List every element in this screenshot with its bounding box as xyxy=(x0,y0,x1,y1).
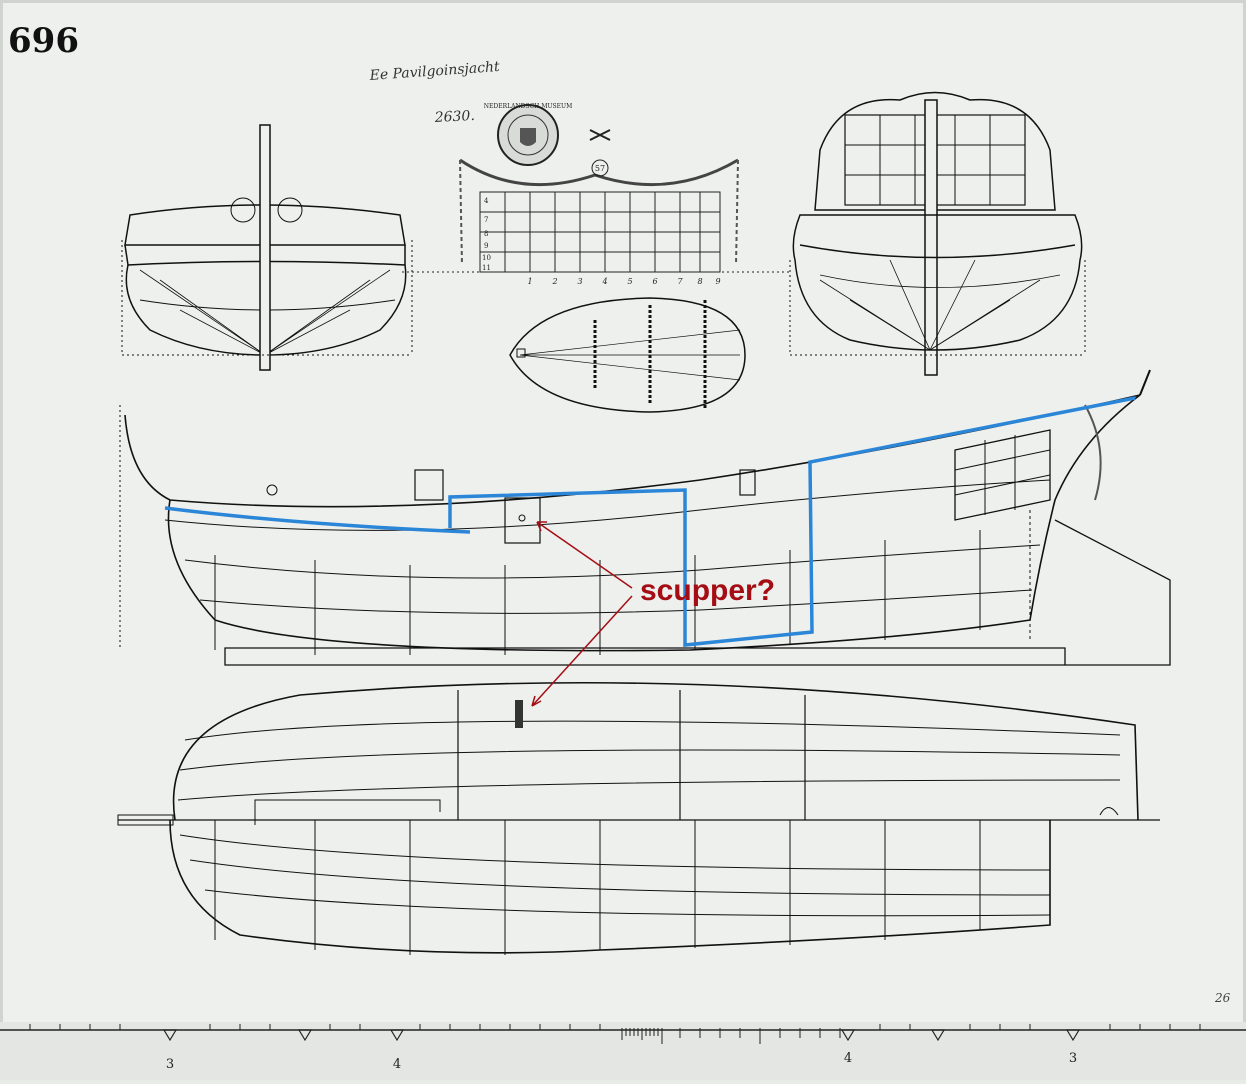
body-lines-view xyxy=(169,819,1051,955)
svg-text:6: 6 xyxy=(652,277,657,286)
plate-number: 696 xyxy=(8,21,79,61)
deck-plan-view xyxy=(509,297,746,413)
svg-text:11: 11 xyxy=(482,264,491,272)
svg-text:4: 4 xyxy=(484,197,489,205)
svg-text:7: 7 xyxy=(677,277,683,286)
scale-grid: 57 xyxy=(402,129,790,273)
ribbon-bow-icon xyxy=(589,129,611,141)
ruler-marker-2 xyxy=(297,1029,313,1042)
svg-text:7: 7 xyxy=(484,216,488,224)
ruler-marker-4 xyxy=(840,1029,856,1042)
grid-column-numbers: 1 2 3 4 5 6 7 8 9 xyxy=(527,277,720,286)
carved-ornament-left xyxy=(230,197,256,223)
garland xyxy=(459,158,739,187)
corner-mark: 26 xyxy=(1214,991,1231,1005)
cartouche-number: 57 xyxy=(595,164,605,173)
ruler-marker-3 xyxy=(389,1029,405,1042)
svg-text:1: 1 xyxy=(527,277,532,286)
svg-text:8: 8 xyxy=(697,277,702,286)
shield-icon xyxy=(520,128,536,146)
annotation-label: scupper? xyxy=(640,574,775,607)
half-breadth-plan xyxy=(117,681,1160,826)
ruler-marker-5 xyxy=(930,1029,946,1042)
handwritten-year: 2630. xyxy=(433,108,475,126)
arrow-to-profile-scupper xyxy=(536,521,633,589)
arrow-to-plan-scupper xyxy=(531,595,633,707)
svg-text:4: 4 xyxy=(601,277,607,286)
svg-text:2: 2 xyxy=(551,277,557,286)
seal-text: NEDERLANDSCH MUSEUM xyxy=(484,103,572,110)
svg-text:10: 10 xyxy=(482,254,491,262)
svg-text:8: 8 xyxy=(484,230,488,238)
highlight-lines xyxy=(164,396,1136,647)
ruler-label: 4 xyxy=(844,1051,852,1066)
bow-view xyxy=(789,91,1086,376)
bow-carving xyxy=(1084,404,1102,501)
stern-view xyxy=(121,124,413,371)
highlight-sheer-aft xyxy=(164,506,471,534)
museum-seal: NEDERLANDSCH MUSEUM xyxy=(484,103,572,166)
svg-text:5: 5 xyxy=(627,277,632,286)
scupper-plan-mark xyxy=(515,700,523,728)
ruler-label: 3 xyxy=(1069,1051,1077,1066)
profile-stern-windows xyxy=(954,429,1051,521)
svg-text:9: 9 xyxy=(484,242,488,250)
ruler: 3 4 4 3 xyxy=(0,1022,1246,1080)
carved-ornament-right xyxy=(277,197,303,223)
svg-text:3: 3 xyxy=(577,277,582,286)
cartouche xyxy=(591,159,609,177)
grid-row-numbers: 4 7 8 9 10 11 xyxy=(482,197,491,272)
scupper-fitting xyxy=(504,497,541,544)
ruler-strip xyxy=(0,1022,1246,1080)
svg-text:9: 9 xyxy=(715,277,720,286)
ruler-label: 4 xyxy=(393,1057,401,1072)
ruler-marker-6 xyxy=(1065,1029,1081,1042)
ruler-marker-1 xyxy=(162,1029,178,1042)
annotation-arrows xyxy=(531,521,633,707)
highlight-outline xyxy=(448,396,1136,647)
ruler-label: 3 xyxy=(166,1057,174,1072)
